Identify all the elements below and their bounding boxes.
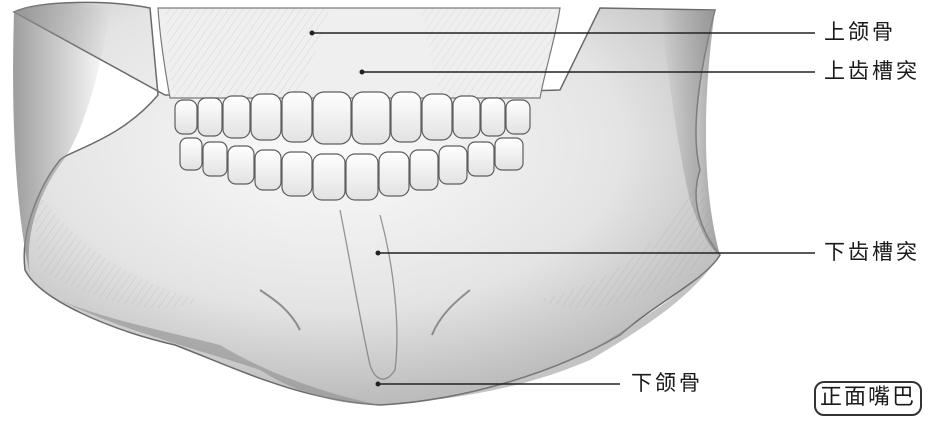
label-mandible: 下颌骨 <box>631 373 703 394</box>
label-upper-alveolar: 上齿槽突 <box>824 61 920 82</box>
maxilla-hatching-right <box>420 8 560 98</box>
view-badge: 正面嘴巴 <box>814 381 922 416</box>
leader-dot-upper-alveolar <box>360 70 365 75</box>
leader-dot-maxilla <box>310 31 315 36</box>
leader-dot-mandible <box>376 382 381 387</box>
leader-dot-lower-alveolar <box>376 251 381 256</box>
upper-teeth <box>175 92 530 144</box>
label-lower-alveolar: 下齿槽突 <box>824 242 920 263</box>
label-maxilla: 上颌骨 <box>824 22 896 43</box>
